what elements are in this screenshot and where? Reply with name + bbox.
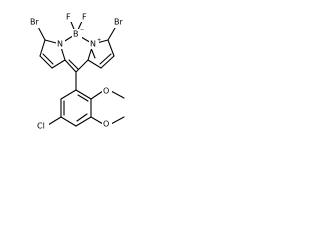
f-right-label: F xyxy=(82,13,87,22)
br-right-label: Br xyxy=(114,18,123,27)
bond-left-pyrrole-ring-2 xyxy=(39,39,46,57)
f-left-atom: F xyxy=(65,12,73,22)
bond-right-pyrrole-ring-3 xyxy=(100,55,115,69)
bond-left-pyrrole-ring-3 xyxy=(39,55,53,69)
bond-aryl-o-lower xyxy=(90,116,104,125)
f-right-atom: F xyxy=(81,12,89,22)
n-left-label: N xyxy=(57,40,63,49)
bond-right-meso xyxy=(75,59,89,73)
bond-left-pyrrole-ring-inner-1 xyxy=(42,53,54,65)
boron-atom: B − xyxy=(72,28,84,39)
bond-aryl-ring-3 xyxy=(75,116,92,127)
bond-right-pyrrole-ring-inner-1 xyxy=(99,53,112,65)
o-upper-atom: O xyxy=(102,86,112,96)
bond-left-pyrrole-ring-4 xyxy=(51,59,66,69)
n-right-label: N xyxy=(90,40,96,49)
bond-aryl-ring-1 xyxy=(75,89,92,100)
bond-o-upper-methyl xyxy=(110,90,125,99)
bond-aryl-cl xyxy=(47,116,62,126)
f-left-label: F xyxy=(66,13,71,22)
o-lower-label: O xyxy=(103,120,109,129)
boron-label: B xyxy=(73,30,79,39)
br-right-atom: Br xyxy=(113,18,126,28)
br-left-atom: Br xyxy=(28,18,41,28)
br-left-label: Br xyxy=(30,18,39,27)
chemical-structure-diagram: Br Br F F B − N N + xyxy=(28,12,126,131)
bond-aryl-ring-inner-2 xyxy=(76,113,88,122)
boron-negative-charge: − xyxy=(80,28,84,34)
o-upper-label: O xyxy=(103,87,109,96)
bond-right-pyrrole-ring-4 xyxy=(87,59,102,69)
o-lower-atom: O xyxy=(102,119,112,129)
bond-aryl-o-upper xyxy=(90,90,104,100)
bond-layer xyxy=(35,16,125,127)
n-right-atom: N + xyxy=(89,38,101,49)
n-right-positive-charge: + xyxy=(97,38,101,44)
bond-aryl-ring-inner-1 xyxy=(77,94,89,102)
bond-right-pyrrole-ring-inner-2 xyxy=(90,47,96,59)
bond-aryl-ring-4 xyxy=(60,116,77,127)
bond-meso-double-inner xyxy=(68,59,79,70)
bond-left-meso xyxy=(64,59,77,73)
bond-o-lower-methyl xyxy=(110,116,125,125)
bond-right-pyrrole-ring-2 xyxy=(107,39,115,57)
chlorine-label: Cl xyxy=(37,122,45,131)
atom-label-layer: Br Br F F B − N N + xyxy=(28,12,126,131)
bond-aryl-ring-6 xyxy=(60,89,77,100)
chlorine-atom: Cl xyxy=(36,121,49,131)
n-left-atom: N xyxy=(56,39,65,49)
